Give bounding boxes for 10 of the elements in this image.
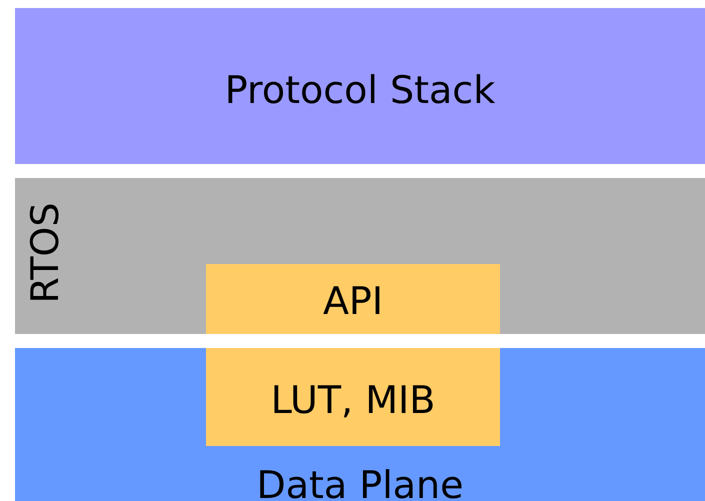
layer-band <box>15 348 705 501</box>
layer-band <box>15 8 705 164</box>
layer-label: Protocol Stack <box>224 71 496 109</box>
layer-label: RTOS <box>26 202 64 304</box>
layer-band <box>15 178 705 334</box>
layer-label: API <box>322 282 384 320</box>
layer-label: Data Plane <box>256 466 464 501</box>
layer-label: LUT, MIB <box>270 381 436 419</box>
module-box <box>206 264 500 334</box>
module-box <box>206 348 500 446</box>
